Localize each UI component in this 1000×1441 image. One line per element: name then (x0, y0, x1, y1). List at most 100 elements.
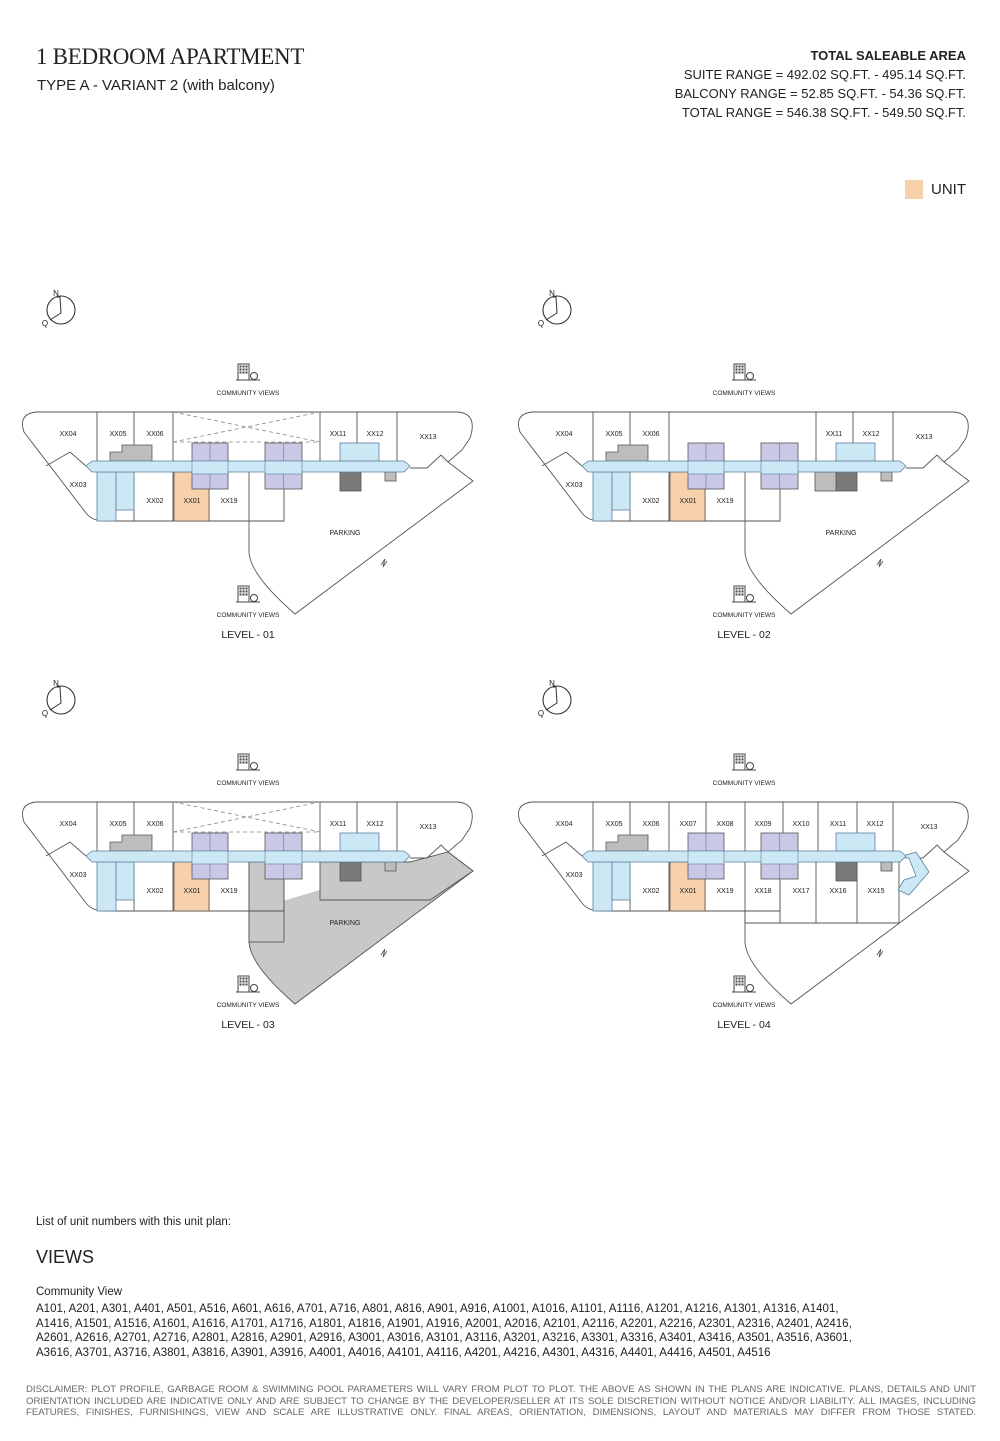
level-label: LEVEL - 01 (221, 629, 274, 641)
stair-left (96, 471, 117, 522)
lift-lobby (687, 850, 725, 865)
garbage-room (835, 471, 858, 492)
parking-area (248, 461, 474, 615)
break-mark (380, 948, 388, 958)
community-building-icon (236, 585, 260, 603)
community-views-label-bottom: COMMUNITY VIEWS (217, 612, 280, 619)
community-building-icon (732, 975, 756, 993)
corridor-branch (895, 851, 930, 896)
left-notch (45, 841, 87, 857)
parking-label: PARKING (330, 920, 361, 927)
unit-label-xx19: XX19 (716, 888, 733, 895)
community-views-label-bottom: COMMUNITY VIEWS (217, 1002, 280, 1009)
stair-left-2 (611, 471, 631, 511)
left-notch (541, 451, 583, 467)
unit-label-xx12: XX12 (366, 821, 383, 828)
unit-label-xx03: XX03 (69, 482, 86, 489)
corridor (581, 850, 907, 863)
unit-label-xx04: XX04 (555, 431, 572, 438)
lift-lobby (191, 460, 229, 475)
unit-type-subtitle: TYPE A - VARIANT 2 (with balcony) (37, 77, 275, 94)
garbage-room (835, 861, 858, 882)
break-mark (876, 948, 884, 958)
corridor (85, 460, 411, 473)
break-mark (380, 558, 388, 568)
service-room (109, 444, 153, 462)
lift-lobby (264, 460, 303, 475)
unit-label-xx17: XX17 (792, 888, 809, 895)
level-label: LEVEL - 03 (221, 1019, 274, 1031)
community-views-label-top: COMMUNITY VIEWS (217, 780, 280, 787)
unit-label-xx03: XX03 (69, 872, 86, 879)
suite-range: SUITE RANGE = 492.02 SQ.FT. - 495.14 SQ.… (683, 67, 966, 82)
compass-q: Q (538, 709, 544, 718)
stair-right (339, 442, 380, 462)
unit-label-xx13: XX13 (915, 434, 932, 441)
floor-plans: NQ COMMUNITY VIEWS COMMUNITY VIEWS LEVEL - … (22, 289, 970, 1031)
unit-label-xx01: XX01 (679, 888, 696, 895)
service-room (605, 834, 649, 852)
stair-right (835, 442, 876, 462)
left-notch (541, 841, 583, 857)
unit-label-xx19: XX19 (220, 498, 237, 505)
shaft (880, 471, 893, 482)
compass-icon: NQ (42, 289, 76, 328)
stair-left-2 (115, 861, 135, 901)
stair-left (592, 861, 613, 912)
shaft (384, 471, 397, 482)
void-dashed (172, 411, 321, 443)
balcony-range: BALCONY RANGE = 52.85 SQ.FT. - 54.36 SQ.… (674, 86, 966, 101)
garbage-room (339, 861, 362, 882)
break-mark (876, 558, 884, 568)
lift-lobby (760, 460, 799, 475)
unit-label-xx12: XX12 (366, 431, 383, 438)
unit-label-xx02: XX02 (642, 498, 659, 505)
level-label: LEVEL - 04 (717, 1019, 770, 1031)
unit-label-xx12: XX12 (866, 821, 883, 828)
unit-label-xx18: XX18 (754, 888, 771, 895)
stair-left-2 (611, 861, 631, 901)
compass-q: Q (538, 319, 544, 328)
community-views-label-bottom: COMMUNITY VIEWS (713, 1002, 776, 1009)
service-room (109, 834, 153, 852)
level-label: LEVEL - 02 (717, 629, 770, 641)
unit-label-xx04: XX04 (59, 821, 76, 828)
stair-left (96, 861, 117, 912)
community-view-units: A101, A201, A301, A401, A501, A516, A601… (36, 1303, 852, 1359)
unit-label-xx05: XX05 (605, 431, 622, 438)
unit-label-xx19: XX19 (220, 888, 237, 895)
unit-label-xx02: XX02 (146, 498, 163, 505)
unit-label-xx08: XX08 (716, 821, 733, 828)
unit-label-xx15: XX15 (867, 888, 884, 895)
unit-label-xx05: XX05 (109, 431, 126, 438)
unit-label-xx01: XX01 (183, 888, 200, 895)
unit-label-xx13: XX13 (419, 824, 436, 831)
stair-left-2 (115, 471, 135, 511)
total-range: TOTAL RANGE = 546.38 SQ.FT. - 549.50 SQ.… (681, 105, 966, 120)
unit-label-xx07: XX07 (679, 821, 696, 828)
unit-label-xx13: XX13 (920, 824, 937, 831)
unit-label-xx06: XX06 (146, 431, 163, 438)
parking-label: PARKING (826, 530, 857, 537)
stair-right (835, 832, 876, 852)
unit-label-xx02: XX02 (146, 888, 163, 895)
unit-label-xx04: XX04 (59, 431, 76, 438)
lift-lobby (687, 460, 725, 475)
community-views-label-top: COMMUNITY VIEWS (713, 780, 776, 787)
unit-label-xx19: XX19 (716, 498, 733, 505)
community-building-icon (732, 585, 756, 603)
community-building-icon (236, 363, 260, 381)
unit-label-xx01: XX01 (183, 498, 200, 505)
compass-icon: NQ (538, 289, 572, 328)
parking-label: PARKING (330, 530, 361, 537)
community-building-icon (236, 753, 260, 771)
unit-label-xx06: XX06 (642, 821, 659, 828)
community-building-icon (236, 975, 260, 993)
unit-label-xx04: XX04 (555, 821, 572, 828)
disclaimer: DISCLAIMER: PLOT PROFILE, GARBAGE ROOM &… (26, 1384, 976, 1419)
saleable-area-block: TOTAL SALEABLE AREA SUITE RANGE = 492.02… (675, 46, 966, 122)
